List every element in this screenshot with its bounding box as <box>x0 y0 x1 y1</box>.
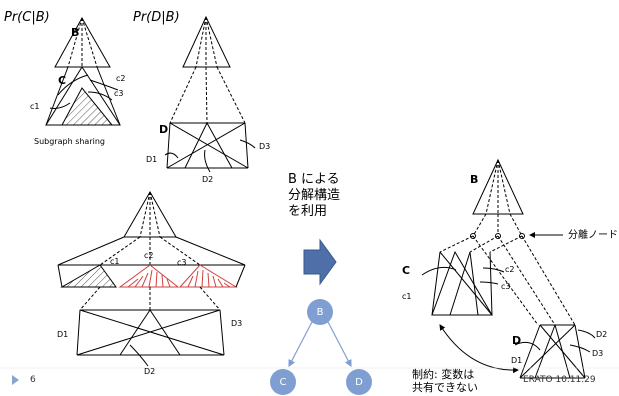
tree-node-d: D <box>346 369 372 395</box>
middle-text-line-1: B による <box>288 172 340 187</box>
decomposed-graph <box>421 158 596 379</box>
label-d-right: D <box>512 334 522 347</box>
label-c3-combined: c3 <box>177 258 187 267</box>
label-d2-combined: D2 <box>144 367 156 376</box>
label-c2-combined: c2 <box>144 251 154 260</box>
label-d3-top: D3 <box>259 142 271 151</box>
label-c-right: C <box>402 264 411 277</box>
label-d2-right: D2 <box>596 330 608 339</box>
title-pr-d-b: Pr(D|B) <box>133 10 180 25</box>
label-d3-combined: D3 <box>231 319 243 328</box>
label-d3-right: D3 <box>592 349 604 358</box>
page-number: 6 <box>30 375 36 385</box>
label-c-top-left: C <box>58 74 67 87</box>
label-d1-top: D1 <box>146 155 158 164</box>
label-d1-combined: D1 <box>57 330 69 339</box>
label-c1-right: c1 <box>402 292 412 301</box>
pr-c-b-graph <box>45 16 121 126</box>
tree-node-b: B <box>307 299 333 325</box>
label-d-top: D <box>159 123 169 136</box>
footer-triangle-icon <box>12 375 19 385</box>
label-c2-right: c2 <box>505 265 515 274</box>
subgraph-caption: Subgraph sharing <box>34 137 105 146</box>
constraint-text: 制約: 変数は 共有できない <box>412 368 478 394</box>
title-pr-c-b: Pr(C|B) <box>4 10 50 25</box>
pr-d-b-graph <box>164 15 256 173</box>
label-d1-right: D1 <box>511 356 523 365</box>
label-b-right: B <box>470 173 479 186</box>
label-d2-top: D2 <box>202 175 214 184</box>
label-c1-top-left: c1 <box>30 102 40 111</box>
separator-node-label: 分離ノード <box>568 230 618 241</box>
constraint-line-1: 制約: 変数は <box>412 368 475 381</box>
middle-text-line-3: を利用 <box>288 204 328 219</box>
middle-text-line-2: 分解構造 <box>288 188 341 203</box>
footer-event: ERATO 10.11.29 <box>523 375 596 385</box>
label-c1-combined: c1 <box>110 257 120 266</box>
middle-text: B による 分解構造 を利用 <box>288 172 340 220</box>
label-c3-top-left: c3 <box>114 89 124 98</box>
right-block-arrow <box>303 238 337 286</box>
label-c2-top-left: c2 <box>116 74 126 83</box>
label-c3-right: c3 <box>501 282 511 291</box>
combined-graph <box>57 191 246 367</box>
label-b-top-left: B <box>71 26 80 39</box>
tree-node-c: C <box>270 369 296 395</box>
constraint-line-2: 共有できない <box>412 381 478 394</box>
tree-edges <box>288 321 352 368</box>
